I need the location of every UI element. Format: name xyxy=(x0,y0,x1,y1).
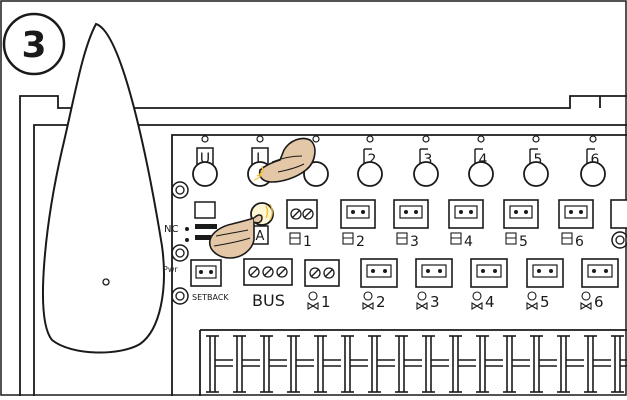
valve-icon xyxy=(526,291,538,310)
plug-terminal-partial xyxy=(610,199,627,229)
pointing-hand-icon xyxy=(253,137,316,183)
thermostat-icon xyxy=(561,232,573,245)
zone-button-label: 3 xyxy=(424,152,433,168)
plug-terminal-output-4[interactable] xyxy=(470,258,508,288)
valve-icon xyxy=(471,291,483,310)
thermostat-icon xyxy=(396,232,408,245)
bus-terminal[interactable] xyxy=(243,258,293,286)
step-number: 3 xyxy=(21,25,46,66)
zone-input-label: 1 xyxy=(303,234,312,250)
zone-input-label: 4 xyxy=(464,234,473,250)
pointing-hand-icon xyxy=(208,203,273,259)
zone-button-5[interactable]: 5 xyxy=(523,135,549,187)
zone-button-1[interactable] xyxy=(303,135,329,187)
zone-output-label: 4 xyxy=(485,293,495,311)
nc-label: NC xyxy=(164,224,178,235)
mounting-hole xyxy=(171,287,189,305)
controller-housing xyxy=(19,95,627,396)
zone-button-label: 4 xyxy=(479,152,488,168)
zone-output-label: 2 xyxy=(376,293,386,311)
nc-jumper-slot xyxy=(194,201,216,219)
screw-terminal-zone1-output[interactable] xyxy=(304,259,340,287)
plug-terminal-input-2[interactable] xyxy=(340,199,376,229)
zone-button-label: 5 xyxy=(534,152,543,168)
zone-input-label: 5 xyxy=(519,234,528,250)
plug-terminal-input-4[interactable] xyxy=(448,199,484,229)
button-a-label: A xyxy=(256,229,265,244)
zone-button-6[interactable]: 6 xyxy=(580,135,606,187)
plug-terminal-input-5[interactable] xyxy=(503,199,539,229)
button-l-label: L xyxy=(256,151,264,167)
zone-button-label: 2 xyxy=(368,152,377,168)
zone-input-label: 2 xyxy=(356,234,365,250)
pwr-led xyxy=(171,244,189,262)
screw-terminal-zone1-input[interactable] xyxy=(286,199,318,229)
zone-button-label: 6 xyxy=(591,152,600,168)
nc-jumper[interactable] xyxy=(195,224,217,229)
zone-output-label: 3 xyxy=(430,293,440,311)
mounting-hole xyxy=(171,181,189,199)
mounting-hole-right xyxy=(611,231,627,249)
zone-button-3[interactable]: 3 xyxy=(413,135,439,187)
valve-icon xyxy=(307,291,319,310)
setback-label: SETBACK xyxy=(192,293,229,302)
plug-terminal-output-5[interactable] xyxy=(526,258,564,288)
zone-input-label: 3 xyxy=(410,234,419,250)
plug-terminal-input-6[interactable] xyxy=(558,199,594,229)
screw-hole xyxy=(102,278,110,286)
button-u[interactable]: U xyxy=(192,135,218,187)
bus-label: BUS xyxy=(252,291,285,310)
zone-output-label: 5 xyxy=(540,293,550,311)
thermostat-icon xyxy=(342,232,354,245)
zone-input-label: 6 xyxy=(575,234,584,250)
setback-terminal[interactable] xyxy=(190,259,222,287)
step-badge: 3 xyxy=(2,12,66,76)
terminal-rail xyxy=(199,329,627,396)
plug-terminal-output-3[interactable] xyxy=(415,258,453,288)
zone-button-4[interactable]: 4 xyxy=(468,135,494,187)
thermostat-icon xyxy=(450,232,462,245)
plug-terminal-output-2[interactable] xyxy=(360,258,398,288)
plug-terminal-output-6[interactable] xyxy=(581,258,619,288)
zone-output-label: 1 xyxy=(321,293,331,311)
pwr-label: Pwr xyxy=(163,265,178,274)
thermostat-icon xyxy=(505,232,517,245)
valve-icon xyxy=(362,291,374,310)
valve-icon xyxy=(580,291,592,310)
valve-icon xyxy=(416,291,428,310)
removable-cover xyxy=(42,22,165,354)
zone-button-row: 2 3 4 5 6 xyxy=(303,135,606,187)
button-u-label: U xyxy=(200,151,210,167)
zone-output-terminals: 1 2 3 4 5 6 xyxy=(307,258,619,311)
zone-input-terminals: 1 2 3 4 5 6 xyxy=(289,199,627,250)
thermostat-icon xyxy=(289,232,301,245)
plug-terminal-input-3[interactable] xyxy=(393,199,429,229)
zone-output-label: 6 xyxy=(594,293,604,311)
zone-button-2[interactable]: 2 xyxy=(357,135,383,187)
